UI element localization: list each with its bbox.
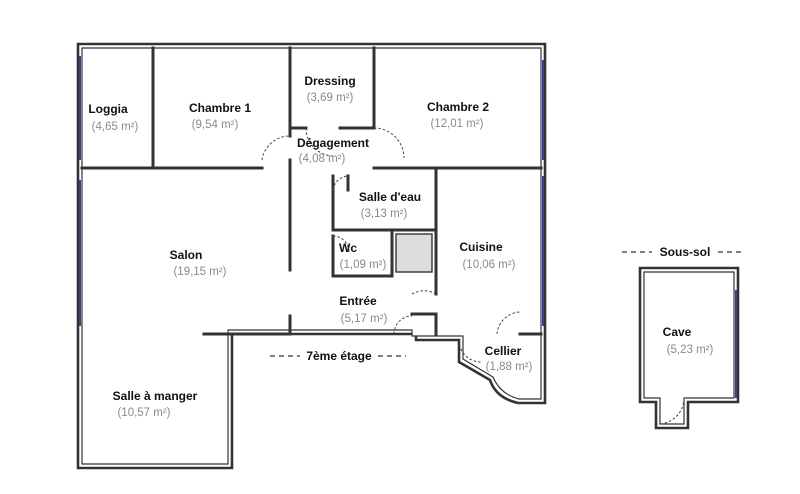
level-main-label: 7ème étage <box>306 349 372 363</box>
chambre2-area: (12,01 m²) <box>430 118 483 130</box>
cuisine-area: (10,06 m²) <box>462 259 515 271</box>
salon-area: (19,15 m²) <box>173 266 226 278</box>
entree-area: (5,17 m²) <box>341 313 388 325</box>
cave-area: (5,23 m²) <box>667 344 714 356</box>
door-swings <box>261 127 522 363</box>
apartment-walls <box>76 42 547 470</box>
chambre1-area: (9,54 m²) <box>192 119 239 131</box>
level-main: 7ème étage <box>270 349 406 363</box>
cellier-area: (1,88 m²) <box>486 361 533 373</box>
cave-name: Cave <box>663 325 692 339</box>
room-labels: Loggia (4,65 m²) Chambre 1 (9,54 m²) Dre… <box>88 74 713 419</box>
salle-eau-area: (3,13 m²) <box>361 208 408 220</box>
cellier-name: Cellier <box>485 344 522 358</box>
salle-manger-area: (10,57 m²) <box>117 407 170 419</box>
loggia-name: Loggia <box>88 102 128 116</box>
salle-eau-name: Salle d'eau <box>359 190 421 204</box>
dressing-area: (3,69 m²) <box>307 92 354 104</box>
degagement-name: Dégagement <box>297 136 369 150</box>
dressing-name: Dressing <box>304 74 355 88</box>
salon-name: Salon <box>170 248 203 262</box>
cuisine-name: Cuisine <box>459 240 503 254</box>
interior-walls <box>80 46 543 336</box>
chambre2-name: Chambre 2 <box>427 100 489 114</box>
wc-name: Wc <box>339 241 357 255</box>
salle-manger-name: Salle à manger <box>113 389 198 403</box>
entree-name: Entrée <box>339 294 377 308</box>
chambre1-name: Chambre 1 <box>189 101 251 115</box>
level-basement-label: Sous-sol <box>660 245 711 259</box>
loggia-area: (4,65 m²) <box>92 121 139 133</box>
shower-tray <box>395 233 433 273</box>
degagement-area: (4,08 m²) <box>299 153 346 165</box>
cave-block: Sous-sol <box>622 245 742 430</box>
windows <box>79 56 544 326</box>
wc-area: (1,09 m²) <box>340 259 387 271</box>
